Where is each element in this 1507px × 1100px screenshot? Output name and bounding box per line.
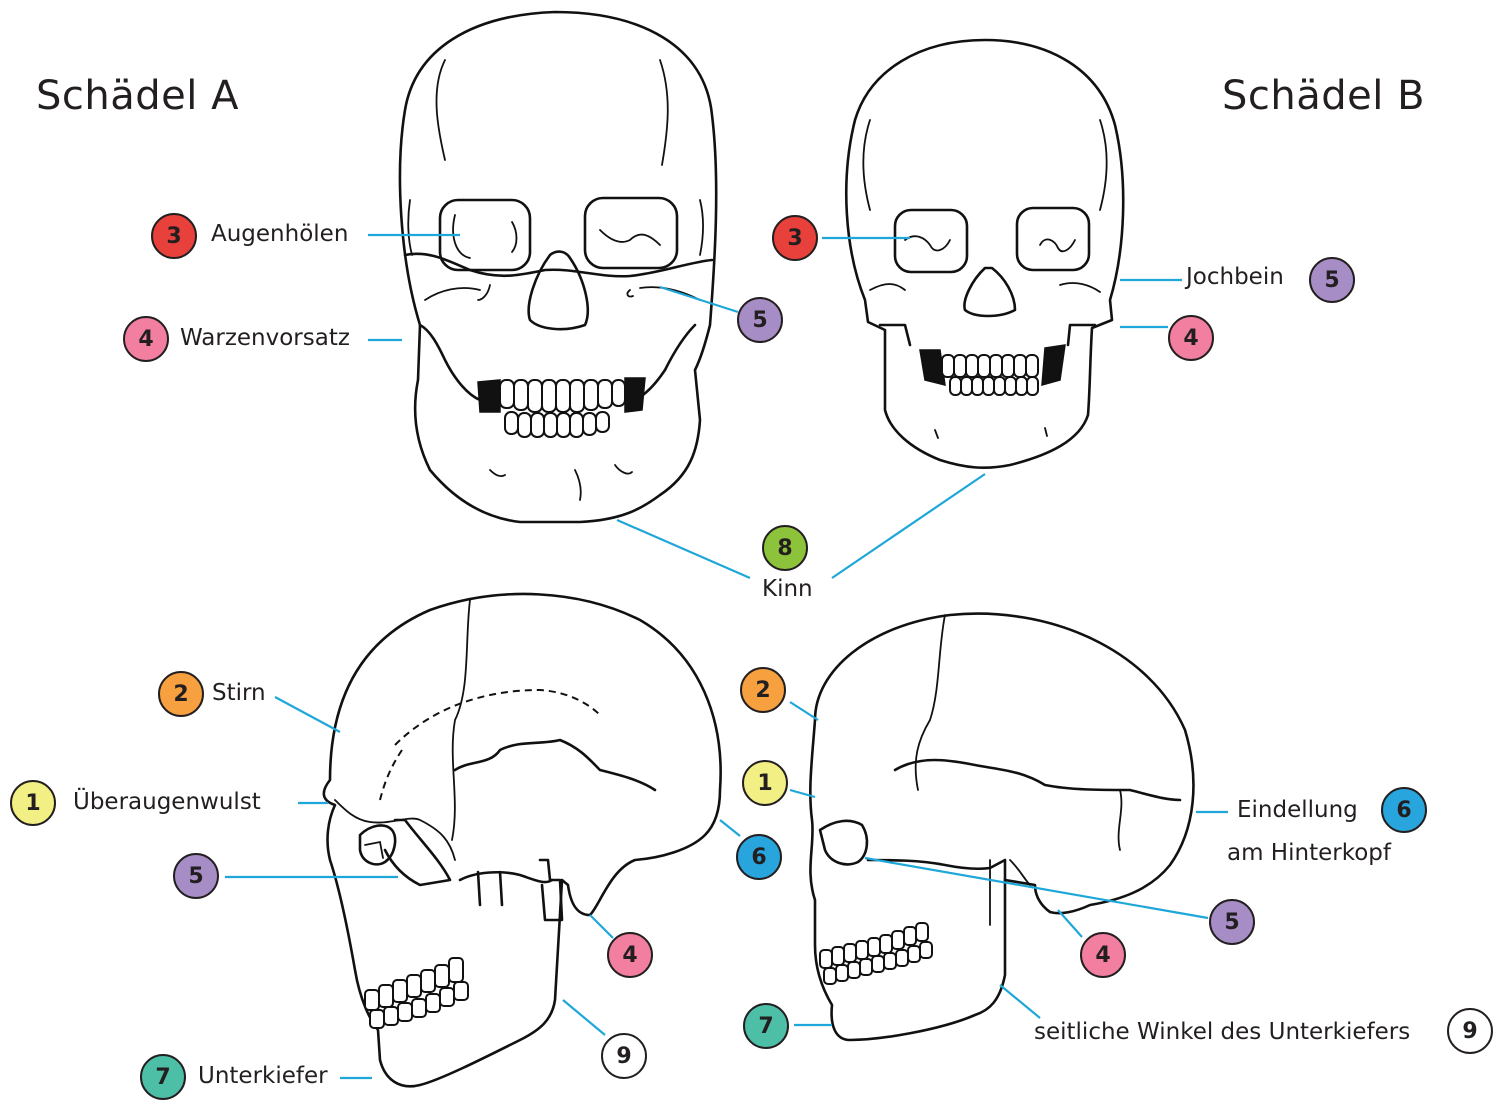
skull-a-title: Schädel A [36, 73, 239, 119]
badge-2-skull-b: 2 [740, 667, 786, 713]
label-winkel-unterkiefer: seitliche Winkel des Unterkiefers [1034, 1019, 1410, 1047]
badge-1-skull-b: 1 [742, 760, 788, 806]
label-stirn: Stirn [212, 680, 266, 708]
label-eindellung-line2: am Hinterkopf [1227, 840, 1391, 868]
skull-b-teeth [942, 355, 1038, 395]
label-unterkiefer: Unterkiefer [198, 1063, 328, 1091]
badge-5-skull-a-side: 5 [173, 853, 219, 899]
badge-1-skull-a: 1 [10, 780, 56, 826]
label-warzenvorsatz: Warzenvorsatz [180, 325, 350, 353]
skull-a-side [324, 594, 721, 1086]
badge-4-skull-b-side: 4 [1080, 932, 1126, 978]
label-augenhoelen: Augenhölen [211, 221, 348, 249]
badge-5-skull-b-side: 5 [1209, 899, 1255, 945]
badge-8-kinn: 8 [762, 525, 808, 571]
skull-a-teeth [500, 380, 625, 437]
skull-b-side [810, 614, 1193, 1040]
badge-9-skull-b: 9 [1447, 1008, 1493, 1054]
label-jochbein: Jochbein [1186, 264, 1284, 292]
badge-4-skull-a: 4 [123, 316, 169, 362]
badge-5-skull-b: 5 [1309, 257, 1355, 303]
badge-3-skull-a: 3 [151, 213, 197, 259]
label-ueberaugenwulst: Überaugenwulst [73, 789, 261, 817]
label-kinn: Kinn [762, 576, 813, 604]
badge-5-skull-a: 5 [737, 297, 783, 343]
badge-6-skull-b: 6 [1381, 787, 1427, 833]
badge-7-skull-b: 7 [743, 1003, 789, 1049]
badge-2-skull-a: 2 [158, 671, 204, 717]
badge-4-skull-b: 4 [1168, 315, 1214, 361]
badge-6-skull-a: 6 [736, 834, 782, 880]
badge-9-skull-a: 9 [601, 1033, 647, 1079]
skull-b-front [846, 40, 1123, 468]
skull-a-front [400, 12, 716, 522]
label-eindellung-line1: Eindellung [1237, 797, 1358, 825]
skull-b-title: Schädel B [1222, 73, 1425, 119]
badge-4-skull-a-side: 4 [607, 932, 653, 978]
badge-7-skull-a: 7 [140, 1054, 186, 1100]
badge-3-skull-b: 3 [772, 215, 818, 261]
